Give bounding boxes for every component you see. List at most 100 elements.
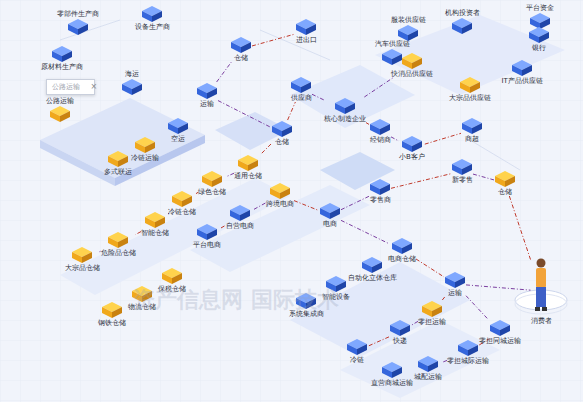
connector-line xyxy=(196,192,198,193)
icon-face xyxy=(270,188,280,199)
labeled-icon-node: 零担同城运输 xyxy=(479,319,521,345)
isometric-icon xyxy=(237,154,259,172)
dashed-connector xyxy=(368,337,389,346)
icon-face xyxy=(118,237,128,248)
isometric-icon xyxy=(511,59,533,77)
node-label: 自营电商 xyxy=(226,222,254,230)
dashed-connector xyxy=(312,94,324,100)
labeled-icon-node: 快递 xyxy=(389,319,411,345)
dashed-connector xyxy=(288,102,296,120)
node-label: 自动化立体仓库 xyxy=(348,274,397,282)
node-label: 供应商 xyxy=(291,94,312,102)
isometric-icon xyxy=(107,150,129,168)
icon-face xyxy=(402,141,412,152)
icon-face xyxy=(468,345,478,356)
connector-line xyxy=(288,102,296,120)
icon-face xyxy=(155,217,165,228)
icon-face xyxy=(390,325,400,336)
icon-face xyxy=(145,217,155,228)
dashed-connector xyxy=(218,101,271,128)
connector-line xyxy=(416,259,444,277)
icon-face xyxy=(145,142,155,153)
icon-face xyxy=(398,30,408,41)
labeled-icon-node: 银行 xyxy=(528,26,550,52)
labeled-icon-node: 通用仓储 xyxy=(234,154,262,180)
icon-face xyxy=(452,23,462,34)
icon-face xyxy=(296,24,306,35)
labeled-icon-node: 经销商 xyxy=(369,118,391,144)
isometric-icon xyxy=(494,170,516,188)
node-label: 进出口 xyxy=(296,36,317,44)
connector-line xyxy=(100,251,101,252)
node-label: 服装供应链 xyxy=(391,16,426,24)
icon-face xyxy=(472,123,482,134)
node-label: 平台电商 xyxy=(193,241,221,249)
icon-face xyxy=(357,344,367,355)
node-label: 仓储 xyxy=(498,188,512,196)
isometric-icon xyxy=(144,211,166,229)
icon-face xyxy=(490,325,500,336)
isometric-icon xyxy=(141,5,163,23)
icon-face xyxy=(392,367,402,378)
labeled-icon-node: 绿色仓储 xyxy=(198,170,226,196)
node-label: 商超 xyxy=(465,135,479,143)
connector-line xyxy=(442,360,447,362)
isometric-icon xyxy=(121,78,143,96)
connector-line xyxy=(252,34,295,46)
icon-face xyxy=(522,65,532,76)
node-label: 危险品仓储 xyxy=(101,249,136,257)
node-label: 运输 xyxy=(448,289,462,297)
connector-line xyxy=(391,174,451,189)
icon-face xyxy=(529,32,539,43)
icon-face xyxy=(470,82,480,93)
isometric-icon xyxy=(361,256,383,274)
labeled-icon-node: 智能仓储 xyxy=(141,211,169,237)
labeled-icon-node: 零担城际运输 xyxy=(447,339,489,365)
isometric-icon xyxy=(49,105,71,123)
isometric-icon xyxy=(101,301,123,319)
node-label: 大宗品仓储 xyxy=(65,264,100,272)
labeled-icon-node: 大宗品仓储 xyxy=(65,246,100,272)
icon-face xyxy=(347,344,357,355)
icon-face xyxy=(291,82,301,93)
icon-face xyxy=(330,208,340,219)
icon-face xyxy=(460,82,470,93)
node-label: IT产品供应链 xyxy=(502,77,543,85)
isometric-icon xyxy=(67,18,89,36)
node-label: 电商仓储 xyxy=(388,255,416,263)
node-label: 冷链 xyxy=(350,356,364,364)
icon-face xyxy=(178,123,188,134)
icon-face xyxy=(230,210,240,221)
isometric-icon xyxy=(461,117,483,135)
connector-line xyxy=(391,137,399,141)
close-icon: × xyxy=(91,82,98,91)
dashed-connector xyxy=(261,144,271,154)
icon-face xyxy=(320,208,330,219)
icon-face xyxy=(240,210,250,221)
icon-face xyxy=(539,32,549,43)
icon-face xyxy=(380,184,390,195)
icon-face xyxy=(272,126,282,137)
connector-line xyxy=(509,196,530,260)
dashed-connector xyxy=(391,137,399,141)
labeled-icon-node: IT产品供应链 xyxy=(502,59,543,85)
dashed-connector xyxy=(341,220,388,243)
labeled-icon-node: 多式联运 xyxy=(104,150,132,176)
icon-face xyxy=(197,88,207,99)
icon-face xyxy=(135,142,145,153)
icon-face xyxy=(207,229,217,240)
dashed-connector xyxy=(416,259,444,277)
connector-line xyxy=(136,232,142,235)
icon-face xyxy=(301,82,311,93)
labeled-icon-node: 跨境电商 xyxy=(266,182,294,208)
isometric-icon xyxy=(389,319,411,337)
isometric-icon xyxy=(51,45,73,63)
icon-face xyxy=(362,262,372,273)
labeled-icon-node: 危险品仓储 xyxy=(101,231,136,257)
person-icon xyxy=(531,257,551,317)
isometric-icon xyxy=(401,135,423,153)
icon-face xyxy=(512,65,522,76)
icon-face xyxy=(382,54,392,65)
isometric-icon xyxy=(171,190,193,208)
labeled-icon-node: 仓储 xyxy=(271,120,293,146)
